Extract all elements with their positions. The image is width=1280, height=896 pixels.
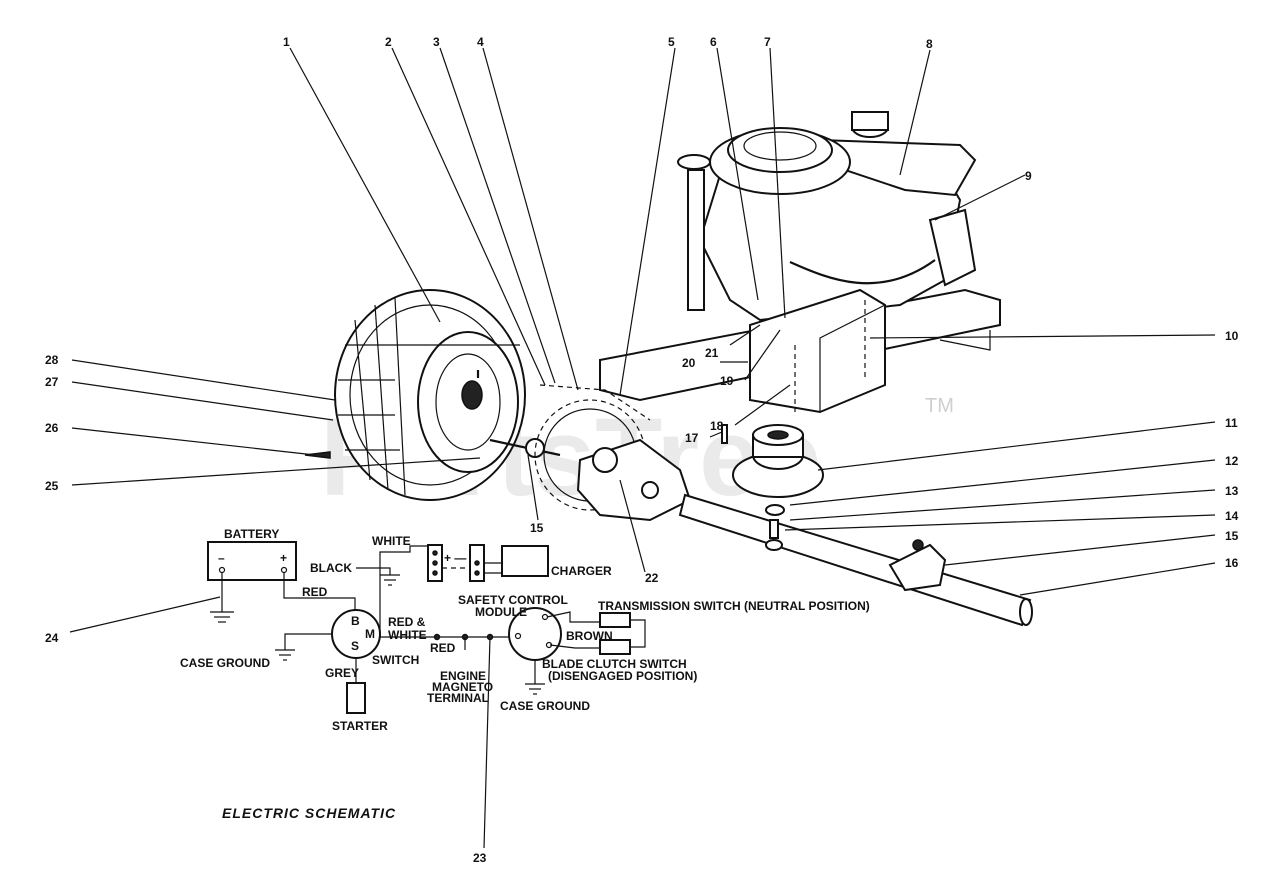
charger-symbol	[501, 545, 549, 577]
callout-14: 14	[1225, 509, 1239, 523]
callout-4: 4	[477, 35, 484, 49]
battery-plus: +	[280, 551, 287, 565]
battery-box	[749, 288, 886, 414]
callout-13: 13	[1225, 484, 1239, 498]
pulley	[732, 424, 824, 498]
axle-hub	[304, 438, 561, 459]
callout-11: 11	[1225, 416, 1238, 430]
callout-8: 8	[926, 37, 933, 51]
charger-label: CHARGER	[551, 564, 612, 578]
bolt-14	[765, 504, 785, 551]
transmission	[576, 438, 692, 522]
transmission-switch-symbol	[599, 612, 631, 628]
charger-polarity: + — +	[444, 551, 477, 565]
scm-label-1: SAFETY CONTROL	[458, 593, 568, 607]
battery-label: BATTERY	[224, 527, 279, 541]
callout-15-hub: 15	[530, 521, 544, 535]
battery-minus: –	[218, 551, 225, 565]
callout-10: 10	[1225, 329, 1239, 343]
engine-label-1b: ENGINE	[440, 669, 486, 683]
callout-12: 12	[1225, 454, 1239, 468]
wire-red-mid: RED	[430, 641, 456, 655]
callout-7: 7	[764, 35, 771, 49]
starter-label: STARTER	[332, 719, 388, 733]
callout-19: 19	[720, 374, 734, 388]
callout-3: 3	[433, 35, 440, 49]
wire-red-white-1: RED &	[388, 615, 426, 629]
wheel-tire	[334, 289, 526, 501]
engine-label-2: MAGNETO	[432, 680, 493, 694]
callout-9: 9	[1025, 169, 1032, 183]
callout-20: 20	[682, 356, 696, 370]
electric-schematic: BATTERY – + RED B M S SWITCH CASE GROUND…	[180, 527, 870, 821]
starter-symbol	[346, 682, 366, 714]
wire-black: BLACK	[310, 561, 352, 575]
battery-symbol	[207, 541, 297, 581]
switch-m: M	[365, 627, 375, 641]
diagram-title: ELECTRIC SCHEMATIC	[222, 805, 396, 821]
bearing-bracket	[888, 539, 947, 592]
switch-label: SWITCH	[372, 653, 419, 667]
blade-clutch-label-1: BLADE CLUTCH SWITCH	[542, 657, 687, 671]
callout-numbers: 1 2 3 4 5 6 7 8 9 10 11 12 13 14 15 16 1…	[45, 35, 1239, 865]
callout-17: 17	[685, 431, 699, 445]
callout-5: 5	[668, 35, 675, 49]
callout-6: 6	[710, 35, 717, 49]
callout-26: 26	[45, 421, 59, 435]
case-ground-right: CASE GROUND	[500, 699, 590, 713]
callout-15: 15	[1225, 529, 1239, 543]
wire-white: WHITE	[372, 534, 411, 548]
callout-21: 21	[705, 346, 719, 360]
blade-clutch-label-2: (DISENGAGED POSITION)	[548, 669, 697, 683]
switch-b: B	[351, 614, 360, 628]
tire-tread	[338, 297, 520, 496]
case-ground-left: CASE GROUND	[180, 656, 270, 670]
switch-s: S	[351, 639, 359, 653]
wire-grey: GREY	[325, 666, 359, 680]
callout-24: 24	[45, 631, 59, 645]
wire-red-top: RED	[302, 585, 328, 599]
scm-label-2: MODULE	[475, 605, 527, 619]
callout-18: 18	[710, 419, 724, 433]
transmission-switch-label: TRANSMISSION SWITCH (NEUTRAL POSITION)	[598, 599, 870, 613]
callout-2: 2	[385, 35, 392, 49]
wire-red-white-2: WHITE	[388, 628, 427, 642]
callout-22: 22	[645, 571, 659, 585]
callout-23: 23	[473, 851, 487, 865]
callout-25: 25	[45, 479, 59, 493]
callout-leaders	[69, 47, 1216, 849]
watermark-tm: TM	[925, 395, 954, 417]
callout-27: 27	[45, 375, 59, 389]
blade-clutch-switch-symbol	[599, 639, 631, 655]
callout-28: 28	[45, 353, 59, 367]
callout-1: 1	[283, 35, 290, 49]
callout-16: 16	[1225, 556, 1239, 570]
key-17	[721, 424, 728, 444]
engine-label-3: TERMINAL	[427, 691, 489, 705]
